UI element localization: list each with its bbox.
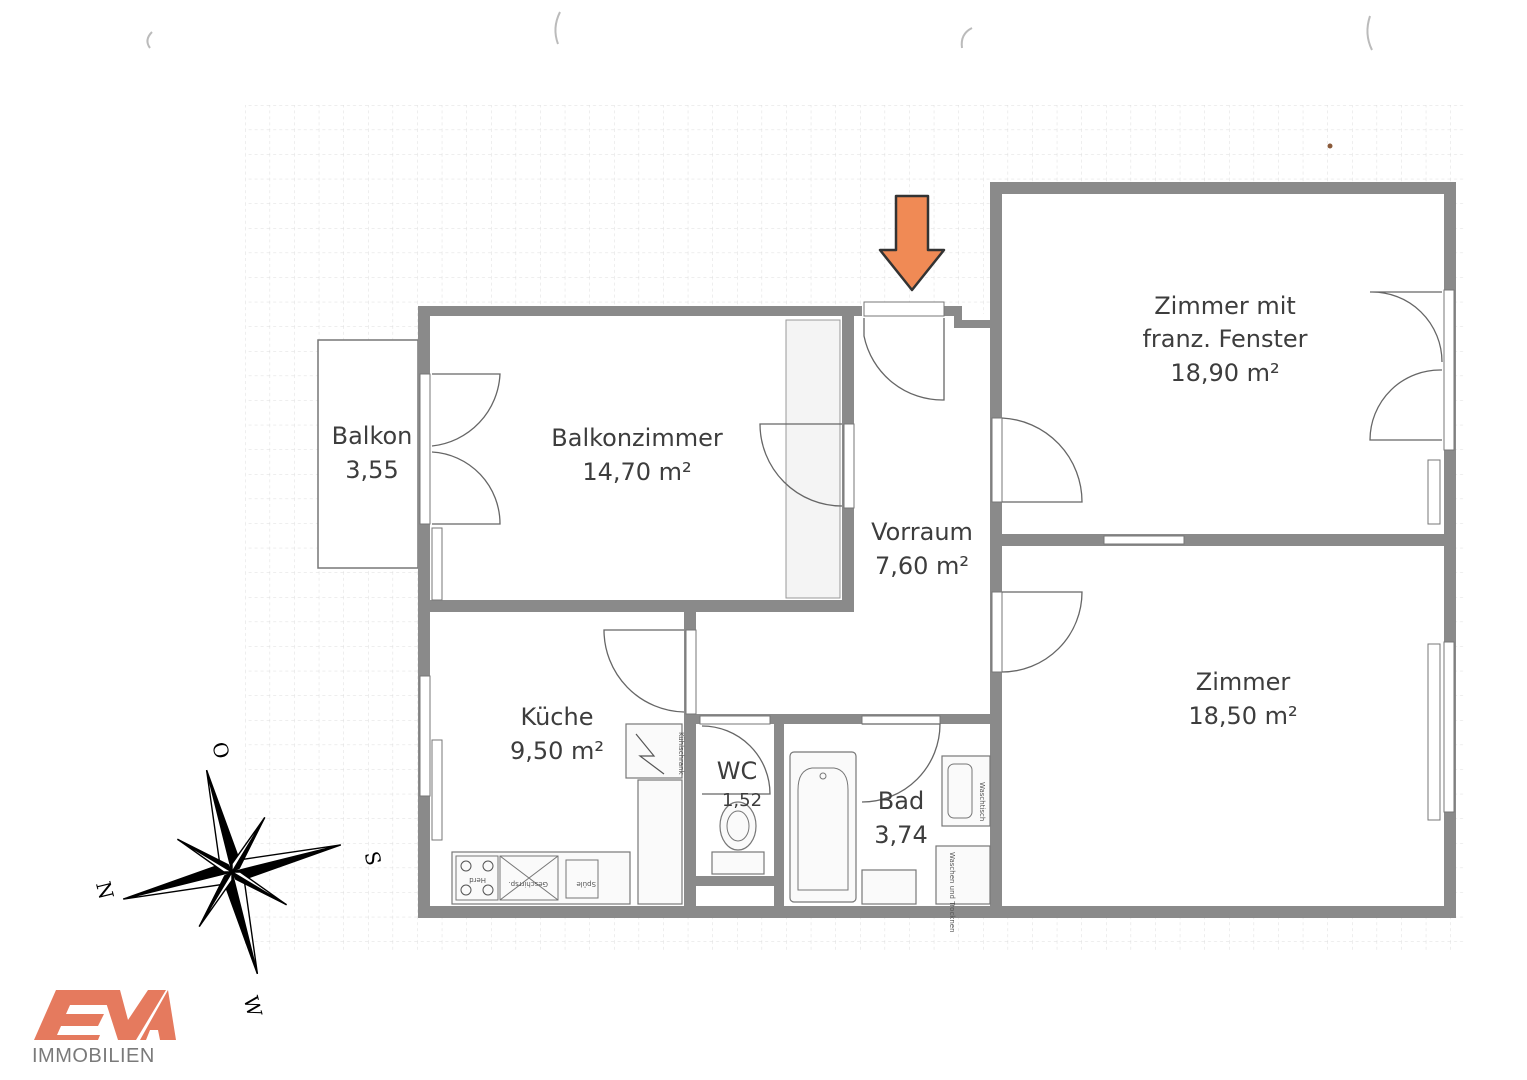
vorraum-name: Vorraum xyxy=(871,518,973,546)
entrance-arrow-icon xyxy=(878,194,946,292)
eva-logo-mark xyxy=(34,990,176,1040)
compass-w: W xyxy=(239,993,267,1019)
room-labels: Balkon 3,55 Balkonzimmer 14,70 m² Vorrau… xyxy=(332,292,1308,849)
scan-marks xyxy=(146,11,1373,51)
balkonzimmer-name: Balkonzimmer xyxy=(551,424,723,452)
balcony-outline xyxy=(317,339,419,569)
toilet-tank xyxy=(711,851,765,875)
wc-area: 1,52 xyxy=(722,790,762,811)
balkonzimmer-area: 14,70 m² xyxy=(582,458,691,486)
washing-machine xyxy=(935,845,991,905)
door-swings xyxy=(431,291,1443,803)
fridge xyxy=(625,723,683,779)
zimmer-name: Zimmer xyxy=(1196,668,1291,696)
fridge-label: Kühlschrank xyxy=(677,732,685,776)
sink-label: Spüle xyxy=(576,880,596,888)
washing-machine-label: Waschen und Trocknen xyxy=(948,852,956,933)
floor-areas xyxy=(428,188,1454,916)
compass-n: N xyxy=(91,879,119,902)
kueche-name: Küche xyxy=(521,703,594,731)
washbasin-label: Waschtisch xyxy=(978,782,986,821)
counter xyxy=(637,779,683,905)
zimmer-franz-name-1: Zimmer mit xyxy=(1154,292,1296,320)
zimmer-franz-area: 18,90 m² xyxy=(1170,359,1279,387)
bath-cabinet xyxy=(861,869,917,905)
zimmer-franz-name-2: franz. Fenster xyxy=(1142,325,1307,353)
openings xyxy=(419,289,1455,813)
eva-logo: IMMOBILIEN xyxy=(32,990,176,1067)
sink-icon xyxy=(565,859,599,899)
balkon-name: Balkon xyxy=(332,422,413,450)
kitchen-counter xyxy=(451,851,631,905)
radiators xyxy=(431,459,1441,841)
dishwasher-icon xyxy=(499,855,559,901)
bad-name: Bad xyxy=(878,787,924,815)
dishwasher-label: Geschirrsp. xyxy=(508,880,548,888)
stove-label: Herd xyxy=(469,876,486,884)
bad-area: 3,74 xyxy=(874,821,927,849)
wardrobe xyxy=(785,319,841,599)
kitchen-fixtures: Kühlschrank Herd Geschirrsp. Spüle xyxy=(451,723,685,905)
bathroom-fixtures: Waschtisch Waschen und Trocknen xyxy=(789,751,991,933)
compass-rose-icon xyxy=(123,769,341,975)
zimmer-area: 18,50 m² xyxy=(1188,702,1297,730)
compass-o: O xyxy=(207,739,234,761)
wc-fixtures xyxy=(711,801,765,875)
balkon-area: 3,55 xyxy=(345,456,398,484)
washbasin xyxy=(941,755,991,827)
compass-labels: O S W N xyxy=(91,739,386,1019)
kueche-area: 9,50 m² xyxy=(510,737,604,765)
toilet-icon xyxy=(719,801,757,851)
wc-name: WC xyxy=(717,757,758,785)
stove-icon xyxy=(455,855,499,901)
compass-s: S xyxy=(359,849,386,868)
bathtub xyxy=(789,751,857,903)
vorraum-area: 7,60 m² xyxy=(875,552,969,580)
logo-subtitle: IMMOBILIEN xyxy=(32,1045,155,1067)
